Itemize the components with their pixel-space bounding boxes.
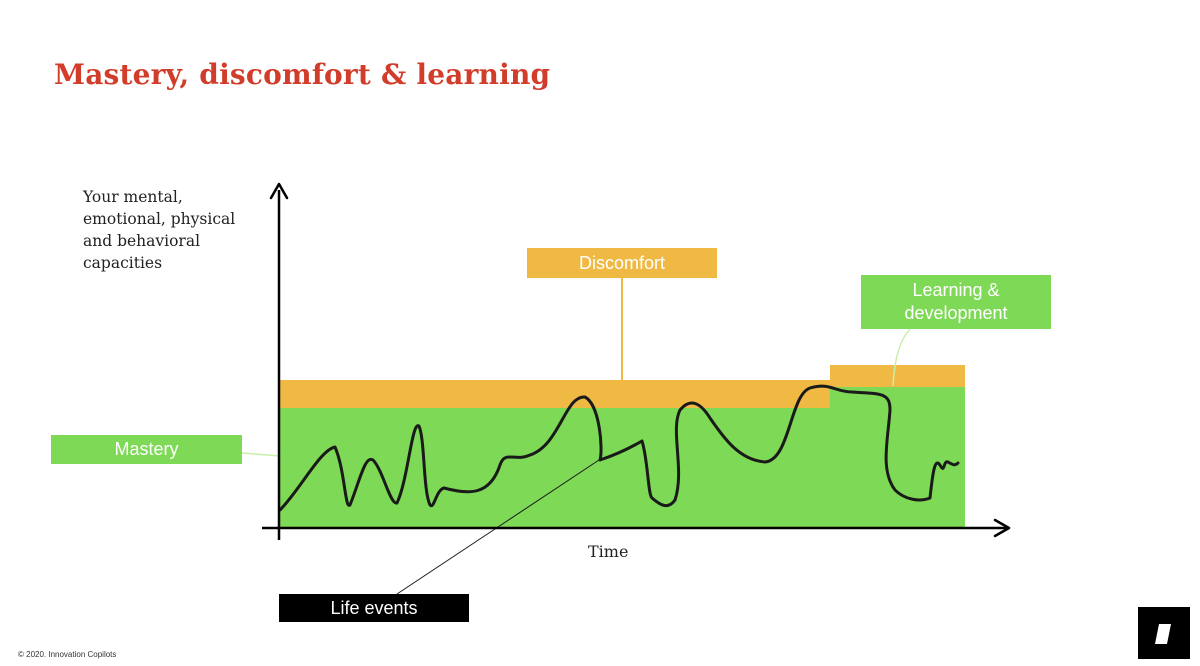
life-events-connector [396,457,603,595]
innovation-copilots-logo-icon [1138,607,1190,659]
y-axis-label-line: Your mental, [83,188,183,206]
mastery-zone-expanded [830,387,965,528]
life-curve [278,384,960,512]
y-axis-label-line: capacities [83,254,163,272]
slide-title: Mastery, discomfort & learning [54,58,551,91]
mastery-label-box: Mastery [51,435,242,464]
learning-label-line: development [904,303,1008,323]
mastery-label: Mastery [114,439,179,459]
life-events-label-box: Life events [279,594,469,622]
discomfort-band [280,380,830,408]
copyright-footer: © 2020. Innovation Copilots [18,650,117,659]
y-axis-label-line: and behavioral [83,232,201,250]
learning-label-box: Learning & development [861,275,1051,329]
y-axis-arrow [269,182,289,200]
discomfort-label: Discomfort [578,252,665,273]
mastery-connector [241,452,281,457]
mastery-zone [280,408,830,528]
learning-connector [892,328,911,387]
x-axis-label: Time [588,542,629,561]
y-axis-label-line: emotional, physical [83,210,236,228]
discomfort-label-box: Discomfort [527,248,717,278]
learning-label-line: Learning & [912,280,1000,300]
discomfort-band-raised [830,365,965,387]
x-axis-arrow [993,518,1011,538]
life-events-label: Life events [330,597,418,618]
y-axis-label: Your mental, emotional, physical and beh… [83,186,283,274]
